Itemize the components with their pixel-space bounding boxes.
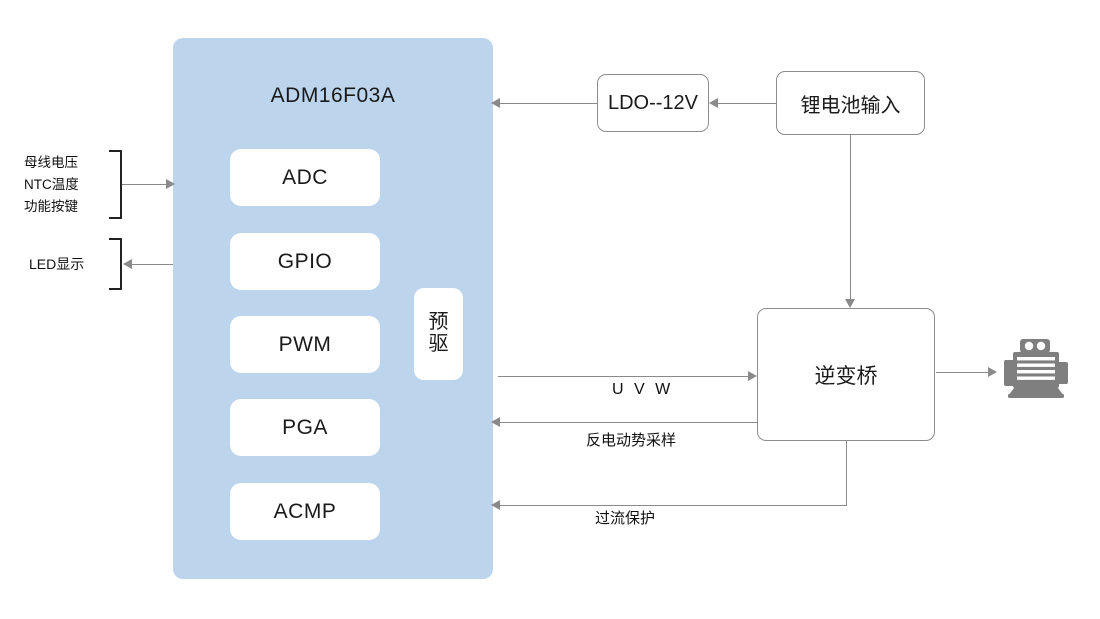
input-bracket-sensors	[109, 150, 122, 219]
line-uvw	[498, 376, 748, 377]
label-bus-voltage: 母线电压	[24, 155, 78, 170]
mcu-block-adc[interactable]: ADC	[230, 149, 380, 206]
box-inverter-bridge[interactable]: 逆变桥	[757, 308, 935, 441]
label-bemf: 反电动势采样	[586, 432, 677, 449]
electric-motor-icon	[1000, 338, 1072, 400]
box-battery[interactable]: 锂电池输入	[776, 71, 925, 135]
arrowhead-bemf	[491, 417, 500, 427]
arrowhead-mcu-to-led	[123, 259, 132, 269]
line-ocp-vertical	[846, 440, 847, 506]
line-ldo-to-mcu	[500, 103, 597, 104]
left-input-labels: 母线电压 NTC温度 功能按键	[24, 152, 79, 218]
arrowhead-battery-to-bridge	[845, 299, 855, 308]
label-led-display: LED显示	[29, 256, 85, 272]
mcu-block-gpio[interactable]: GPIO	[230, 233, 380, 290]
arrowhead-ocp	[491, 500, 500, 510]
line-mcu-to-led	[130, 264, 173, 265]
arrowhead-uvw	[748, 371, 757, 381]
mcu-block-predriver[interactable]: 预驱	[414, 288, 463, 380]
label-uvw: U V W	[612, 381, 674, 398]
line-ocp-horizontal	[500, 505, 847, 506]
line-battery-to-ldo	[718, 103, 776, 104]
mcu-title: ADM16F03A	[270, 84, 396, 107]
predriver-label: 预驱	[428, 311, 449, 355]
line-bridge-to-motor	[936, 372, 989, 373]
arrowhead-ldo-to-mcu	[491, 98, 500, 108]
line-sensors-to-mcu	[122, 184, 170, 185]
box-ldo[interactable]: LDO--12V	[597, 74, 709, 132]
line-bemf	[500, 422, 757, 423]
label-ntc-temperature: NTC温度	[24, 176, 79, 192]
mcu-block-pwm[interactable]: PWM	[230, 316, 380, 373]
arrowhead-bridge-to-motor	[988, 367, 997, 377]
arrowhead-sensors-to-mcu	[166, 179, 175, 189]
label-function-key: 功能按键	[24, 198, 78, 214]
mcu-block-acmp[interactable]: ACMP	[230, 483, 380, 540]
line-battery-to-bridge	[850, 135, 851, 299]
input-bracket-led	[109, 238, 122, 290]
label-ocp: 过流保护	[595, 510, 656, 527]
mcu-block-pga[interactable]: PGA	[230, 399, 380, 456]
arrowhead-battery-to-ldo	[709, 98, 718, 108]
